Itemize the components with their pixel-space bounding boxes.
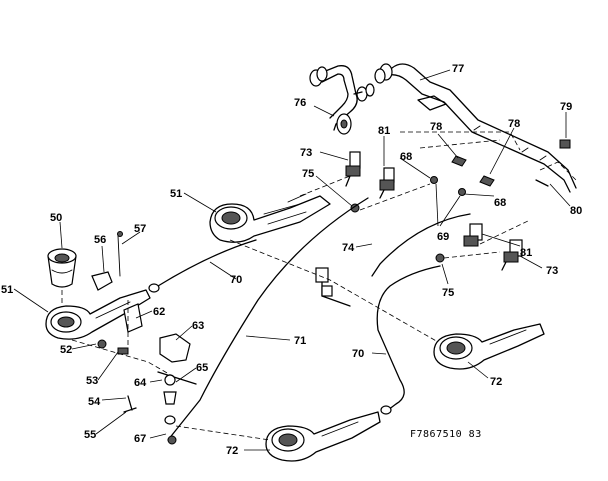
callout-70-right: 70 [352, 348, 364, 360]
callout-65: 65 [196, 362, 208, 374]
callout-70-left: 70 [230, 274, 242, 286]
callout-76: 76 [294, 97, 306, 109]
leader-lines [13, 69, 571, 451]
callout-54: 54 [88, 396, 101, 408]
fitting-lower [479, 175, 495, 187]
orifice-right [435, 253, 445, 263]
callout-74: 74 [342, 242, 355, 254]
callout-68-lower: 68 [494, 197, 506, 209]
gas-inlet-pipe [309, 65, 375, 135]
valve-right-upper [463, 223, 483, 247]
valve-mid [379, 167, 395, 199]
callout-72-lower: 72 [226, 445, 238, 457]
pilot-fitting-center [315, 267, 351, 307]
orifice-left [350, 203, 360, 213]
callout-78-right: 78 [508, 118, 520, 130]
callout-63: 63 [192, 320, 204, 332]
callout-64: 64 [134, 377, 147, 389]
callout-51-upper: 51 [170, 188, 182, 200]
burner-lower-middle [265, 411, 381, 462]
callout-51-left: 51 [1, 284, 13, 296]
nut-right [458, 188, 466, 196]
pilot-tubing [148, 197, 471, 441]
callout-labels: 50 51 51 52 53 54 55 56 57 62 63 64 65 6… [1, 63, 582, 457]
callout-50: 50 [50, 212, 62, 224]
manifold-pipe [374, 63, 577, 193]
alignment-lines [61, 131, 579, 441]
callout-69: 69 [437, 231, 449, 243]
callout-52: 52 [60, 344, 72, 356]
callout-79: 79 [560, 101, 572, 113]
callout-62: 62 [153, 306, 165, 318]
valve-upper [345, 151, 361, 187]
callout-78-left: 78 [430, 121, 442, 133]
fitting-upper [451, 155, 467, 167]
callout-55: 55 [84, 429, 96, 441]
callout-81-lower: 81 [520, 247, 532, 259]
callout-68-upper: 68 [400, 151, 412, 163]
small-parts-left [91, 231, 197, 445]
callout-77: 77 [452, 63, 464, 75]
callout-73-upper: 73 [300, 147, 312, 159]
screw-top [559, 139, 571, 149]
valve-right-lower [501, 239, 523, 271]
burner-upper-left [209, 193, 331, 243]
callout-80: 80 [570, 205, 582, 217]
callout-57: 57 [134, 223, 146, 235]
callout-73-lower: 73 [546, 265, 558, 277]
nut-left [430, 176, 438, 184]
callout-56: 56 [94, 234, 106, 246]
burner-lower-right [433, 323, 545, 370]
callout-71: 71 [294, 335, 306, 347]
figure-code: F7867510 83 [410, 429, 482, 440]
callout-67: 67 [134, 433, 146, 445]
callout-75-lower: 75 [442, 287, 454, 299]
bracket-end [535, 179, 549, 187]
callout-72-right: 72 [490, 376, 502, 388]
callout-53: 53 [86, 375, 98, 387]
callout-75-upper: 75 [302, 168, 314, 180]
callout-81-upper: 81 [378, 125, 390, 137]
burner-left [45, 289, 151, 340]
burner-cap-left [47, 248, 77, 288]
